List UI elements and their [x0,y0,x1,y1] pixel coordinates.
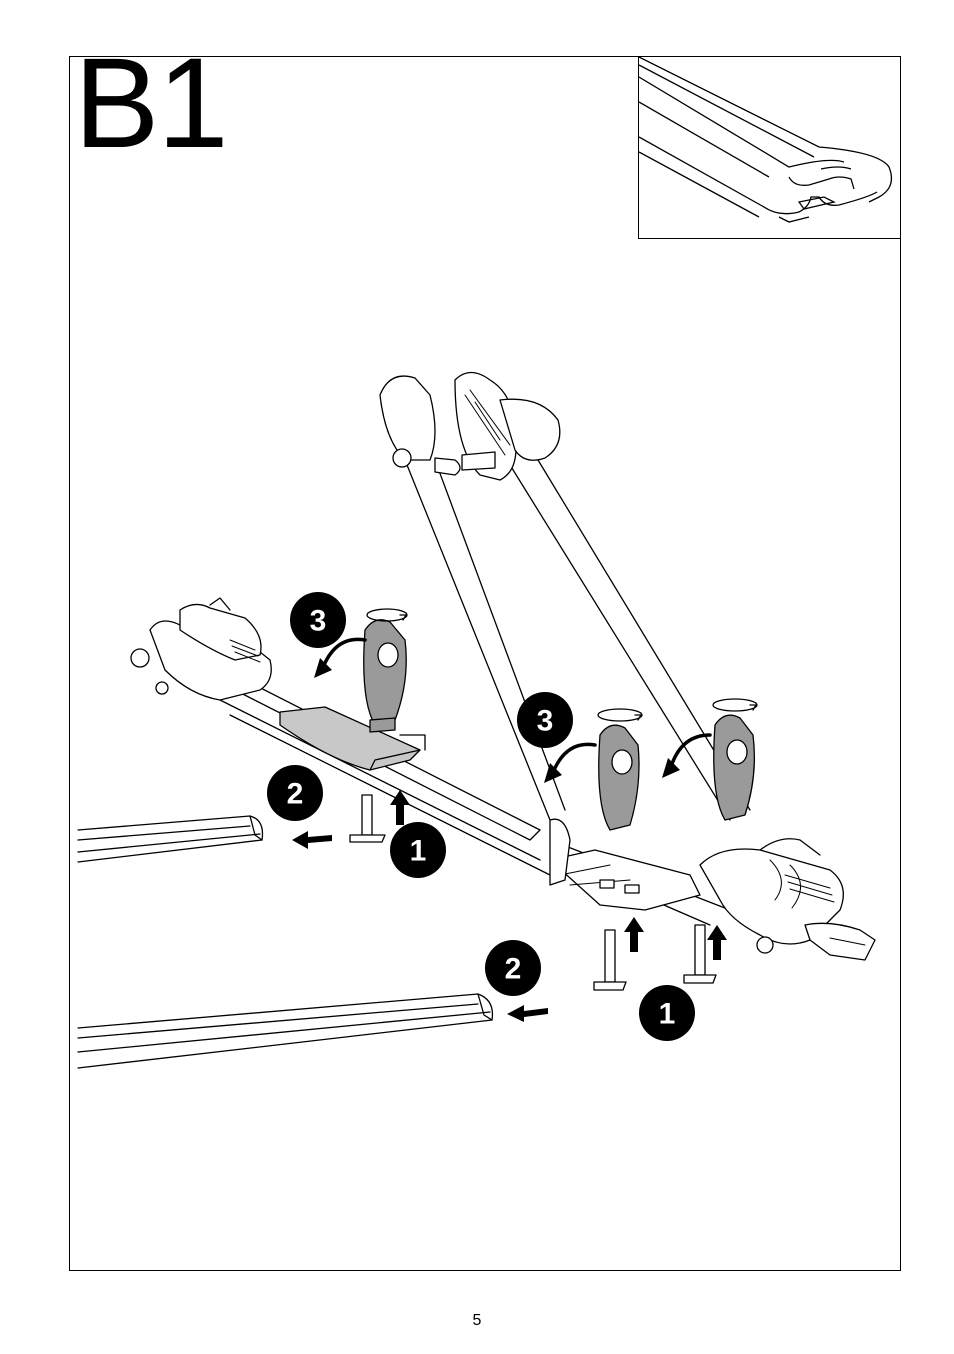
callout-1a: 1 [410,835,427,868]
front-wheel-tray [700,839,875,960]
page-number: 5 [0,1312,954,1330]
lock-knob-middle [598,709,642,830]
roof-bar-upper [78,816,263,862]
mounting-plate [550,819,700,910]
bar-profile-drawing [639,57,901,239]
callout-2b: 2 [505,953,522,986]
t-bolt-2 [594,930,626,990]
bike-carrier-assembly-drawing: 3 3 2 2 1 1 [70,340,900,1100]
bar-profile-inset [638,56,901,239]
callout-1b: 1 [659,998,676,1031]
lock-knob-right [713,699,757,820]
callout-3b: 3 [537,705,554,738]
roof-bar-lower [78,994,492,1068]
callout-3a: 3 [310,605,327,638]
rear-wheel-tray [131,598,271,700]
t-bolt-1 [350,795,385,842]
step-title: B1 [74,40,227,168]
callout-2a: 2 [287,778,304,811]
lock-knob-left [364,609,407,732]
